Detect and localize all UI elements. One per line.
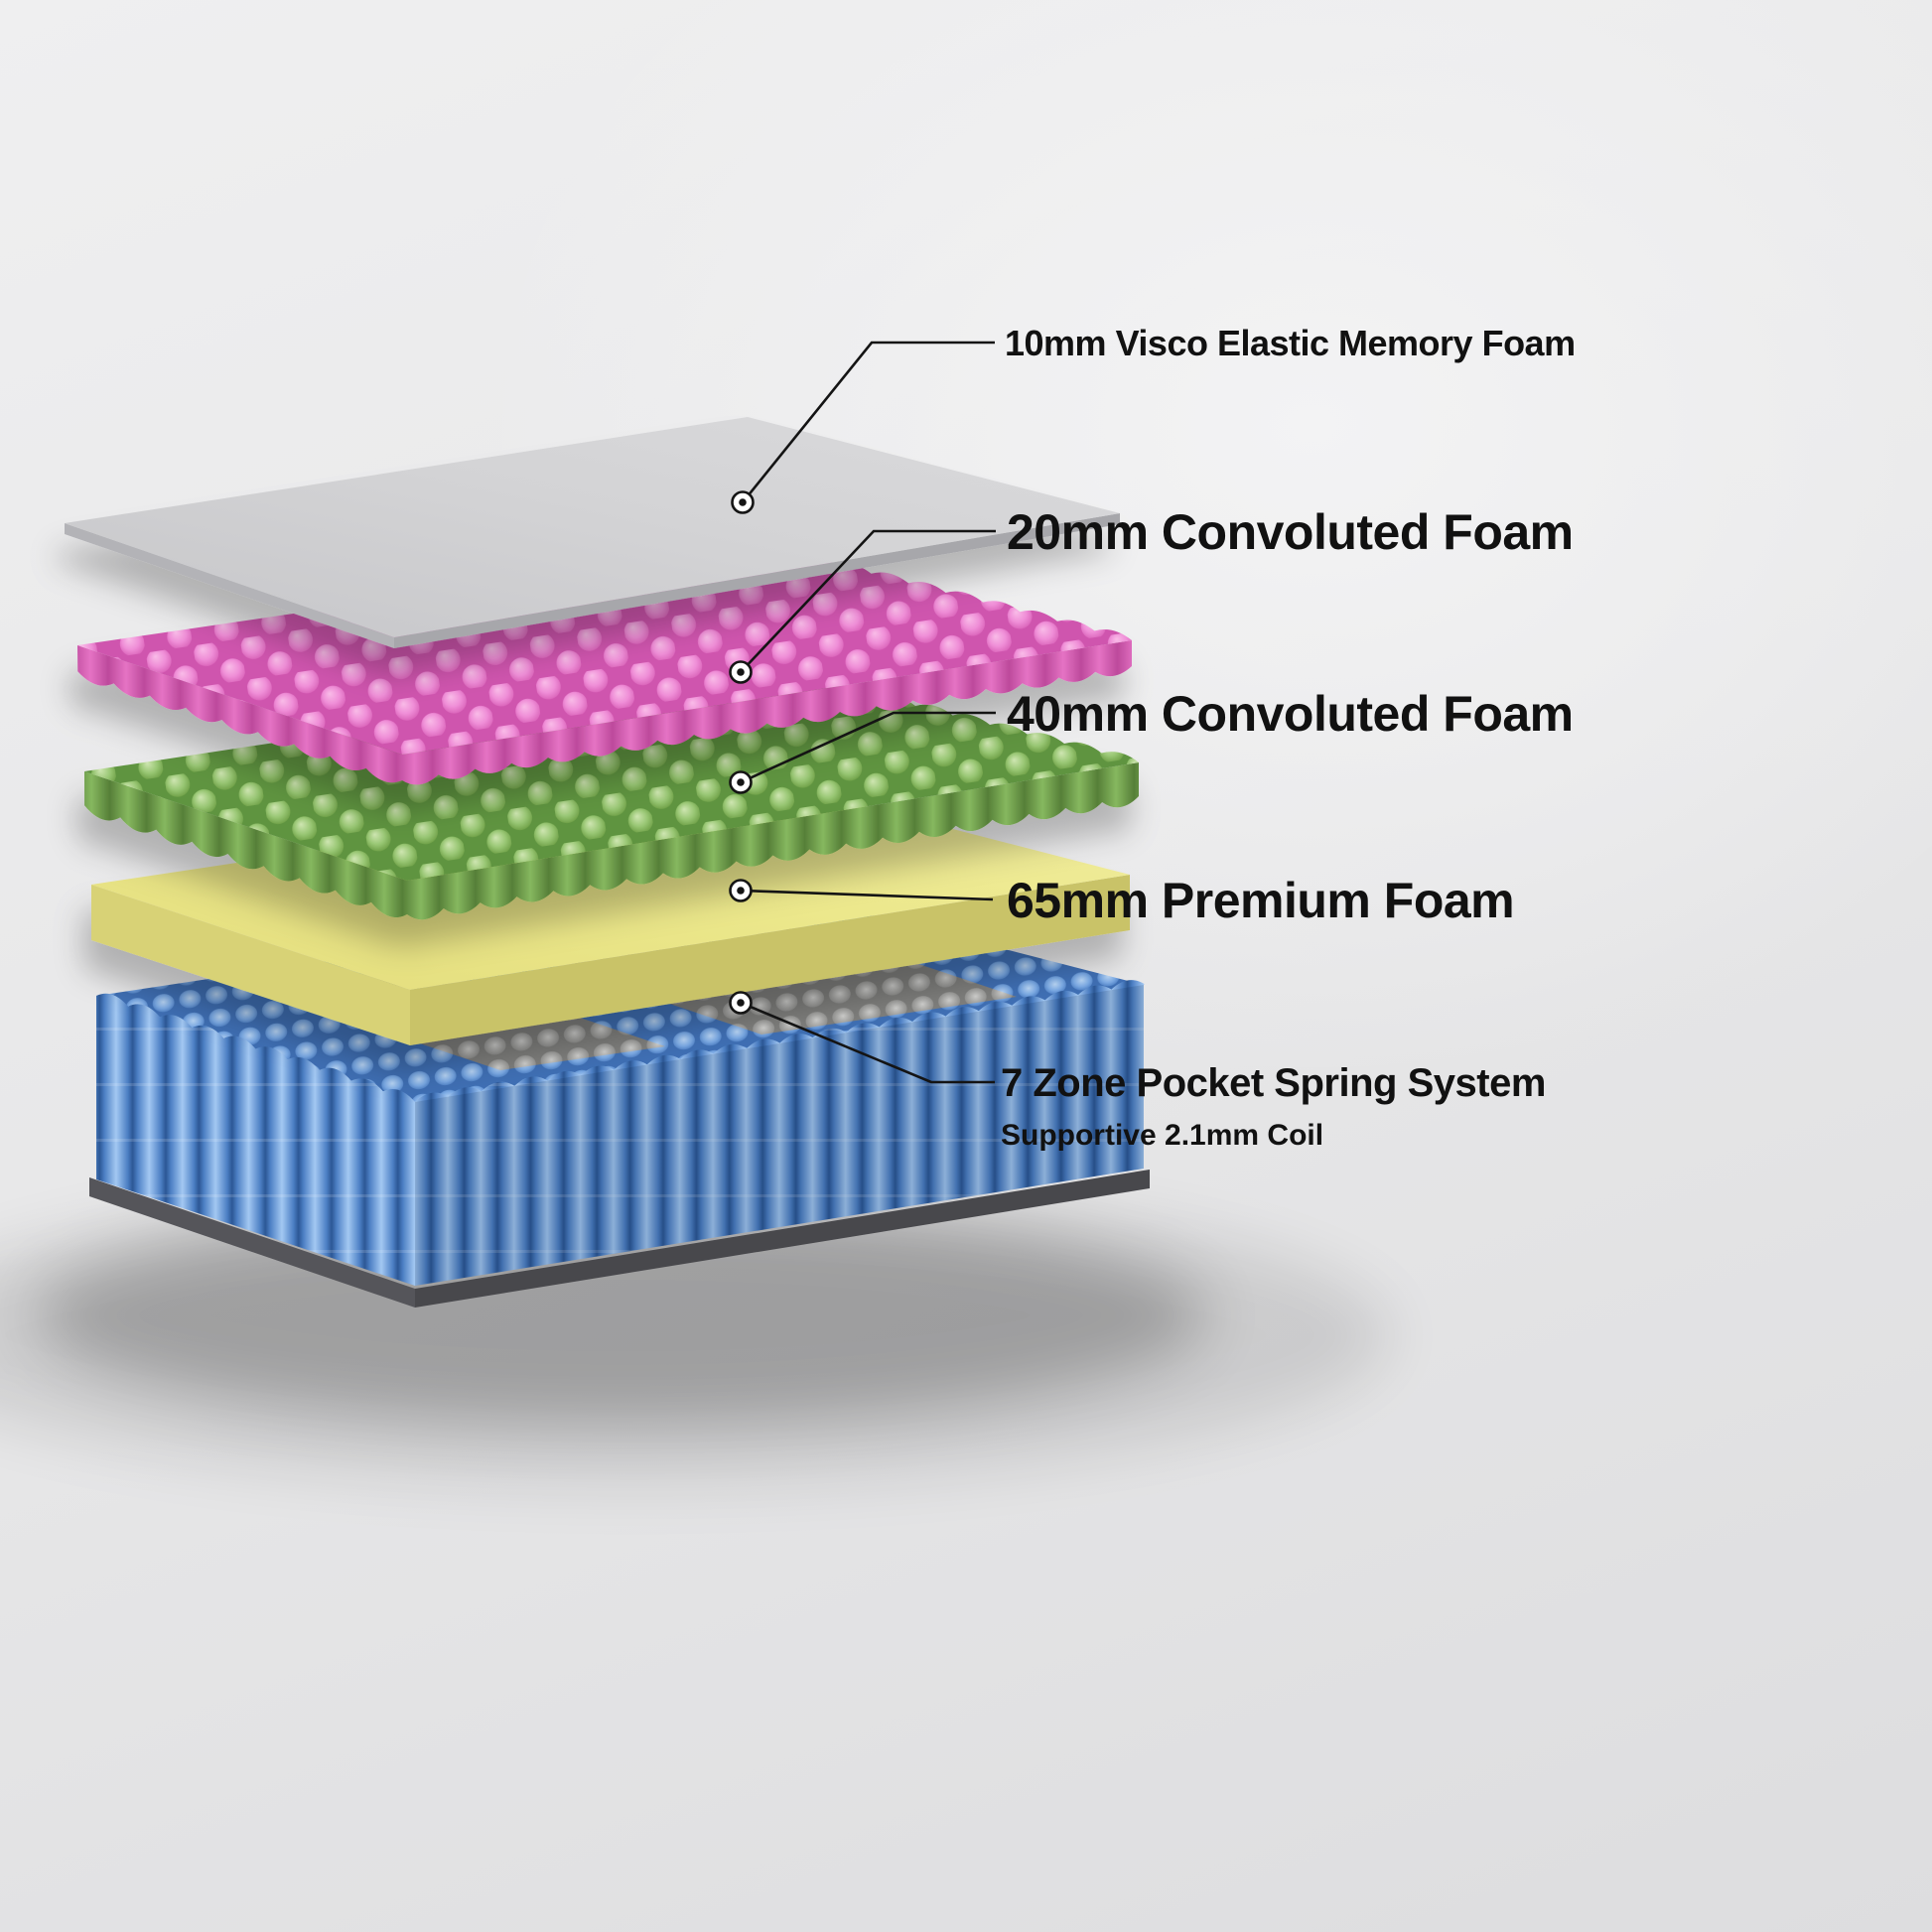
label-convoluted-foam-20: 20mm Convoluted Foam <box>1007 504 1574 560</box>
callout-marker-memory-foam <box>731 490 755 514</box>
spring-base-board-right <box>415 1170 1150 1308</box>
label-convoluted-foam-40: 40mm Convoluted Foam <box>1007 686 1574 742</box>
callout-marker-pocket-spring <box>729 991 753 1015</box>
convoluted-20-face-left <box>77 645 402 783</box>
callout-marker-premium-foam <box>729 879 753 902</box>
premium-foam-face-left <box>91 885 410 1045</box>
convoluted-20-face-right <box>402 640 1132 785</box>
convoluted-40-face-right <box>407 762 1139 920</box>
premium-foam-face-right <box>410 875 1130 1045</box>
layer-convoluted-foam-20 <box>77 543 1132 785</box>
memory-foam-face-right <box>394 513 1120 648</box>
callout-line-memory-foam <box>741 341 995 503</box>
label-pocket-spring-system: 7 Zone Pocket Spring System <box>1001 1061 1546 1105</box>
memory-foam-face-left <box>65 523 394 648</box>
label-memory-foam: 10mm Visco Elastic Memory Foam <box>1005 323 1576 363</box>
callout-line-convoluted-20 <box>740 529 996 673</box>
spring-face-left <box>96 993 416 1286</box>
callouts: 10mm Visco Elastic Memory Foam 20mm Conv… <box>729 323 1576 1152</box>
spring-base-board-left <box>89 1177 415 1308</box>
callout-line-premium-foam <box>740 889 994 901</box>
callout-line-convoluted-40 <box>740 711 996 784</box>
callout-line-pocket-spring <box>740 1001 995 1084</box>
memory-foam-top-face <box>65 417 1120 637</box>
spring-face-right-shade <box>415 985 1144 1286</box>
convoluted-40-face-left <box>84 771 407 918</box>
convoluted-20-top-face <box>77 543 1132 755</box>
layer-memory-foam <box>65 417 1120 648</box>
callout-marker-convoluted-40 <box>729 770 753 794</box>
label-premium-foam: 65mm Premium Foam <box>1007 873 1514 928</box>
callout-marker-convoluted-20 <box>729 660 753 684</box>
label-pocket-spring-sublabel: Supportive 2.1mm Coil <box>1001 1119 1323 1152</box>
spring-face-right <box>415 980 1145 1286</box>
